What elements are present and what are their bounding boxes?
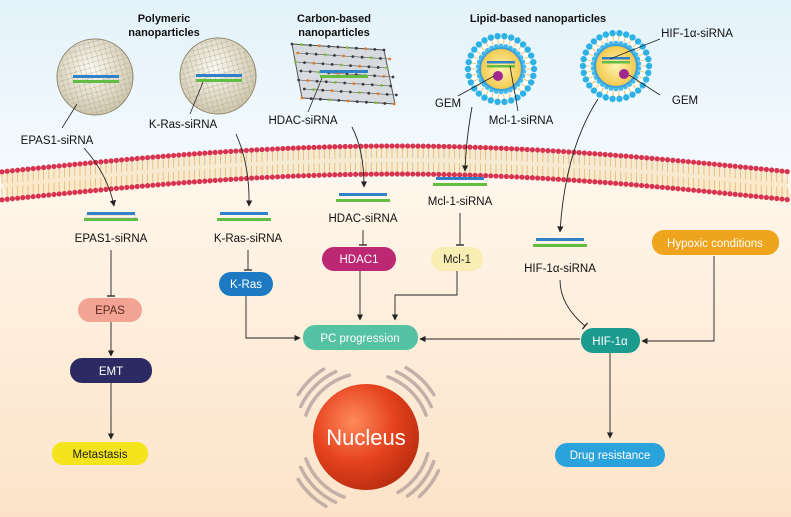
- carbon-nanosheet: [290, 42, 398, 106]
- leader-line: [457, 75, 495, 97]
- sirna-strand-green: [487, 65, 515, 68]
- node-drug-resistance-label: Drug resistance: [570, 450, 651, 462]
- gem-particle: [619, 69, 629, 79]
- header-carbon-line2: nanoparticles: [298, 27, 370, 39]
- arrow-kras-pc: [245, 296, 301, 342]
- sirna-strand-blue: [487, 61, 515, 64]
- lipid-nanoparticle-left: [464, 32, 538, 106]
- arrow-kras-entry: [235, 133, 253, 207]
- sirna-strand-blue: [73, 75, 119, 78]
- cell-sirna-epas1: [84, 212, 138, 221]
- np-label-gem-left: GEM: [435, 98, 461, 110]
- cell-label-hif-sirna: HIF-1α-siRNA: [524, 263, 596, 275]
- cell-sirna-hif: [533, 238, 587, 247]
- arrow-hdac-entry: [351, 126, 368, 188]
- leader-line: [628, 74, 661, 96]
- inhibit-hif1a: [559, 279, 589, 330]
- membrane-core: [0, 148, 791, 198]
- gem-particle: [493, 71, 503, 81]
- node-hdac1: HDAC1: [322, 247, 396, 271]
- nucleus: Nucleus: [296, 365, 441, 509]
- node-epas-label: EPAS: [95, 305, 125, 317]
- header-polymeric: Polymeric nanoparticles: [128, 13, 200, 39]
- np-label-gem-right: GEM: [672, 95, 698, 107]
- np-label-hif-sirna: HIF-1α-siRNA: [661, 28, 733, 40]
- arrow-mcl1-pc: [391, 270, 458, 321]
- node-pc-progression: PC progression: [303, 325, 418, 350]
- node-hif1a: HIF-1α: [581, 328, 640, 353]
- cell-label-hdac-sirna: HDAC-siRNA: [329, 213, 398, 225]
- header-polymeric-line1: Polymeric: [138, 13, 191, 25]
- node-hypoxic-label: Hypoxic conditions: [667, 238, 763, 250]
- sirna-strand-green: [196, 79, 242, 82]
- nuclear-envelope-arcs: [296, 365, 441, 509]
- header-carbon-line1: Carbon-based: [297, 13, 371, 25]
- sirna-strand-blue: [196, 74, 242, 77]
- np-label-epas1-sirna: EPAS1-siRNA: [21, 135, 94, 147]
- cell-sirna-mcl1: [433, 177, 487, 186]
- node-kras-label: K-Ras: [230, 279, 262, 291]
- nucleus-label: Nucleus: [326, 425, 405, 450]
- np-label-hdac-sirna: HDAC-siRNA: [269, 115, 338, 127]
- sirna-strand-green: [320, 75, 368, 78]
- node-drug-resistance: Drug resistance: [555, 443, 665, 467]
- node-hif1a-label: HIF-1α: [592, 336, 628, 348]
- node-pc-progression-label: PC progression: [320, 333, 399, 345]
- leader-line: [189, 81, 204, 115]
- arrow-mcl1-entry: [462, 106, 473, 172]
- header-lipid: Lipid-based nanoparticles: [470, 13, 606, 25]
- arrow-hypoxic-hif1a: [641, 256, 715, 345]
- arrow-epas1-entry: [83, 147, 117, 207]
- node-emt-label: EMT: [99, 366, 123, 378]
- node-epas: EPAS: [78, 298, 142, 322]
- lipid-nanoparticle-right: [579, 29, 653, 103]
- leader-line: [609, 38, 661, 60]
- sirna-strand-blue: [602, 57, 630, 60]
- polymeric-nanoparticle-left: [56, 38, 134, 116]
- np-label-kras-sirna: K-Ras-siRNA: [149, 119, 218, 131]
- header-carbon: Carbon-based nanoparticles: [297, 13, 371, 39]
- node-mcl1-label: Mcl-1: [443, 254, 471, 266]
- node-metastasis: Metastasis: [52, 442, 148, 465]
- sirna-strand-green: [73, 80, 119, 83]
- cell-membrane: [0, 143, 791, 203]
- leader-line: [307, 77, 323, 113]
- cell-sirna-hdac: [336, 193, 390, 202]
- cell-label-mcl1-sirna: Mcl-1-siRNA: [428, 196, 493, 208]
- node-metastasis-label: Metastasis: [73, 449, 128, 461]
- cell-sirna-kras: [217, 212, 271, 221]
- leader-line: [509, 65, 519, 112]
- node-kras: K-Ras: [219, 272, 273, 296]
- header-polymeric-line2: nanoparticles: [128, 27, 200, 39]
- node-hypoxic: Hypoxic conditions: [652, 230, 779, 255]
- leader-line: [61, 103, 78, 129]
- sirna-strand-blue: [320, 70, 368, 73]
- node-emt: EMT: [70, 358, 152, 383]
- polymeric-nanoparticle-right: [179, 37, 257, 115]
- cell-label-kras-sirna: K-Ras-siRNA: [214, 233, 283, 245]
- nucleus-sphere: [313, 384, 419, 490]
- sirna-strand-green: [602, 61, 630, 64]
- cell-label-epas1-sirna: EPAS1-siRNA: [75, 233, 148, 245]
- np-label-mcl1-sirna: Mcl-1-siRNA: [489, 115, 554, 127]
- arrow-hif-entry: [557, 98, 599, 233]
- node-hdac1-label: HDAC1: [340, 254, 379, 266]
- node-mcl1: Mcl-1: [431, 247, 483, 271]
